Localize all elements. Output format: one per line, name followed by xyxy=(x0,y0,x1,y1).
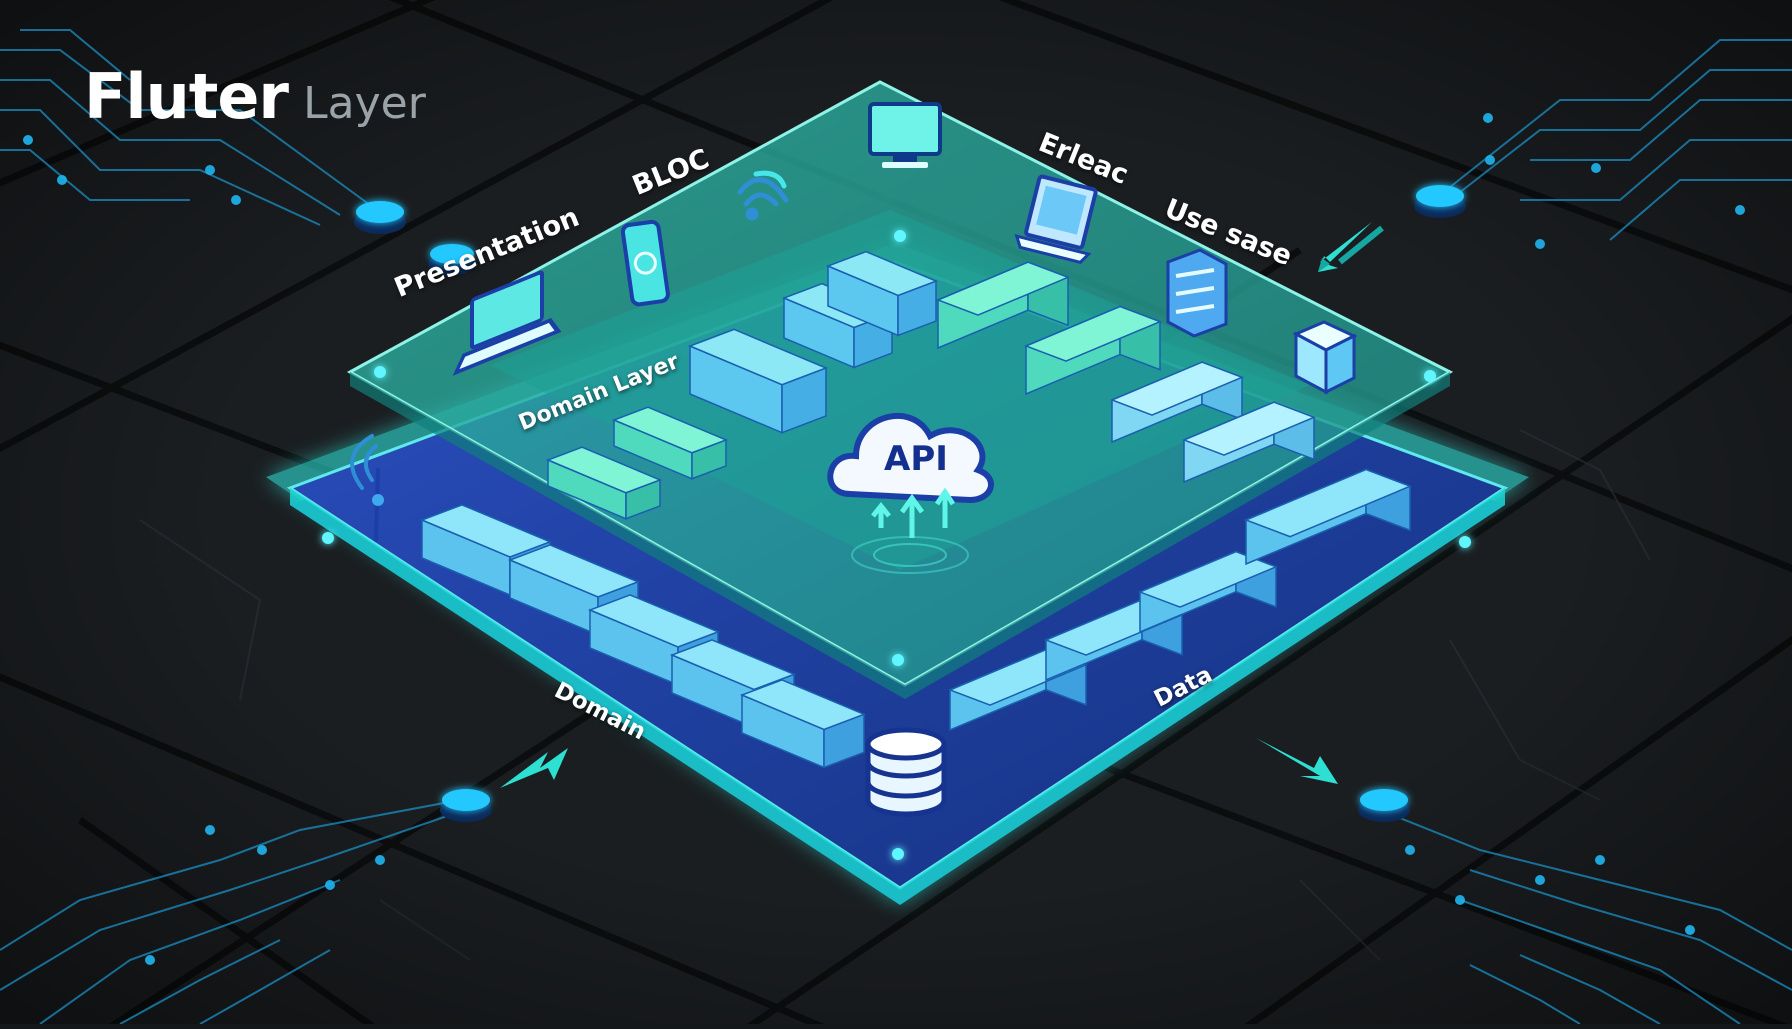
corner-rivets xyxy=(322,230,1471,860)
block-face xyxy=(1023,305,1163,362)
title-sub: Layer xyxy=(303,78,426,129)
database-icon xyxy=(865,727,947,817)
api-label: API xyxy=(884,439,948,479)
block-face xyxy=(825,250,939,297)
wifi-icon xyxy=(737,170,789,221)
block-face xyxy=(587,594,721,648)
data-blocks-upper xyxy=(545,250,1317,520)
block-face xyxy=(611,406,729,454)
cube-icon xyxy=(1292,320,1358,395)
block-face xyxy=(669,639,797,691)
antenna-icon xyxy=(350,434,384,542)
title-main: Fluter xyxy=(84,60,289,133)
circuit-traces xyxy=(0,29,1792,1025)
server-icon xyxy=(1166,248,1228,338)
monitor-icon xyxy=(868,102,942,168)
connector-pucks xyxy=(354,185,1466,822)
block-face xyxy=(545,446,663,494)
block-face xyxy=(1109,361,1245,416)
circuit-nodes xyxy=(23,113,1745,965)
block-face xyxy=(419,504,553,558)
desktop-icon xyxy=(1014,174,1098,264)
data-blocks-lower xyxy=(419,468,1413,769)
block-face xyxy=(687,328,829,386)
arrow-icon xyxy=(500,738,1338,788)
block-face xyxy=(1243,468,1413,538)
block-face xyxy=(507,544,641,598)
block-face xyxy=(1181,401,1317,456)
page-title: Fluter Layer xyxy=(84,60,426,133)
cloud-icon xyxy=(827,413,994,574)
arrow-icon xyxy=(1318,222,1384,272)
block-face xyxy=(739,679,867,731)
block-face xyxy=(1137,550,1279,608)
laptop-icon xyxy=(452,270,562,376)
phone-icon xyxy=(620,219,670,307)
block-face xyxy=(935,261,1071,316)
